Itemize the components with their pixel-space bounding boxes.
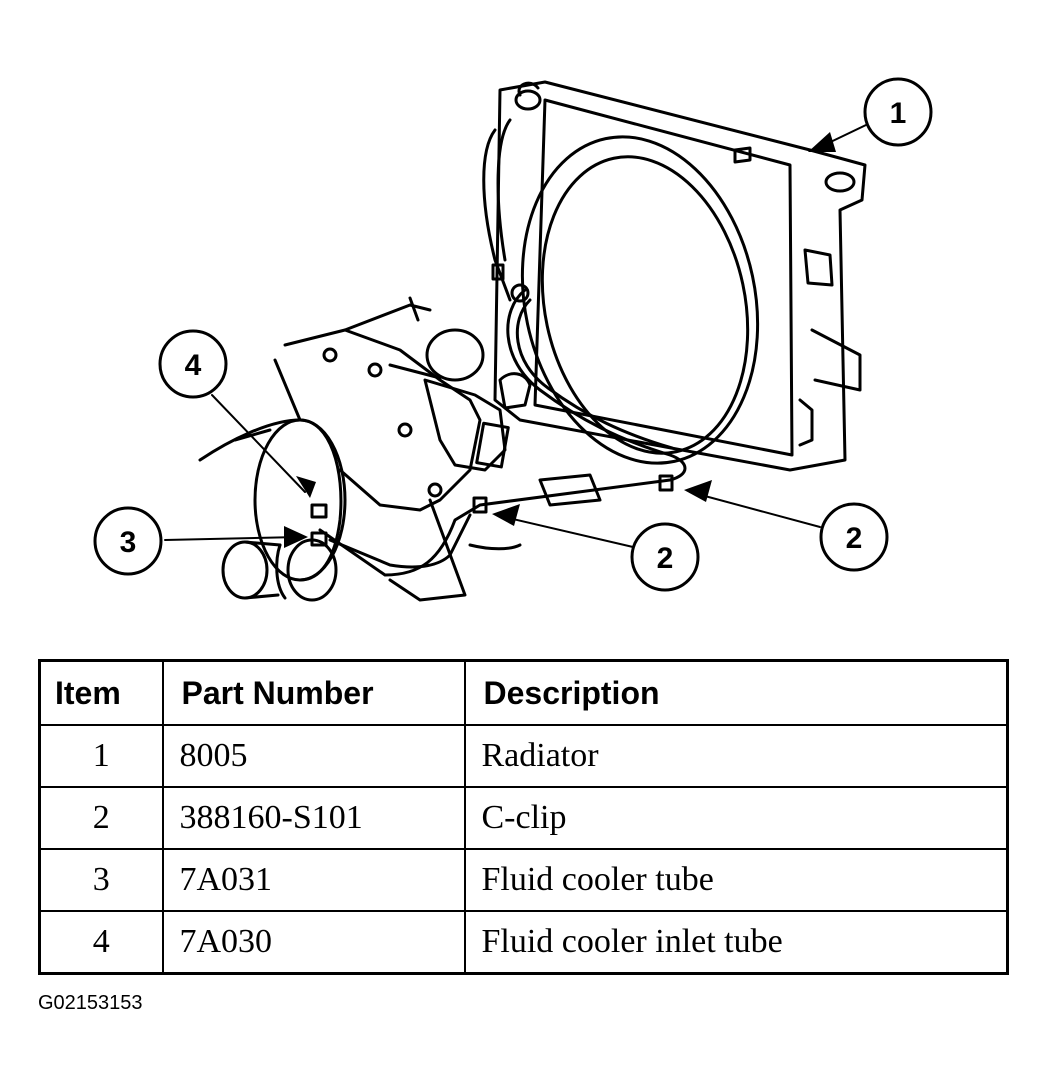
header-item: Item	[38, 659, 164, 726]
arrowheads	[284, 132, 836, 548]
table-header-row: Item Part Number Description	[38, 659, 1009, 726]
header-part-number: Part Number	[161, 659, 466, 726]
cell-description: Fluid cooler inlet tube	[463, 910, 1009, 975]
cell-part-number: 388160-S101	[161, 786, 466, 850]
cell-description: Radiator	[463, 724, 1009, 788]
leader-lines	[164, 124, 867, 548]
cell-part-number: 8005	[161, 724, 466, 788]
cell-description: C-clip	[463, 786, 1009, 850]
callout-3-label: 3	[120, 526, 137, 559]
cell-description: Fluid cooler tube	[463, 848, 1009, 912]
callout-1-label: 1	[890, 97, 907, 130]
callout-2-right-label: 2	[846, 522, 863, 555]
callout-1: 1	[863, 77, 933, 147]
cell-item: 3	[38, 848, 164, 912]
table-row: 2 388160-S101 C-clip	[38, 786, 1009, 850]
table-row: 1 8005 Radiator	[38, 724, 1009, 788]
parts-table: Item Part Number Description 1 8005 Radi…	[38, 659, 1009, 975]
table-row: 4 7A030 Fluid cooler inlet tube	[38, 910, 1009, 975]
callout-3: 3	[93, 506, 163, 576]
cell-part-number: 7A031	[161, 848, 466, 912]
callout-4: 4	[158, 329, 228, 399]
callout-2-right: 2	[819, 502, 889, 572]
cell-part-number: 7A030	[161, 910, 466, 975]
header-description: Description	[463, 659, 1009, 726]
transmission-drawing	[198, 296, 602, 602]
callout-2-center: 2	[630, 522, 700, 592]
filter-cylinders	[221, 538, 338, 602]
radiator-drawing	[482, 80, 867, 472]
callout-4-label: 4	[185, 349, 202, 382]
table-row: 3 7A031 Fluid cooler tube	[38, 848, 1009, 912]
figure-id: G02153153	[38, 992, 143, 1014]
cell-item: 1	[38, 724, 164, 788]
cell-item: 4	[38, 910, 164, 975]
callout-2-center-label: 2	[657, 542, 674, 575]
radiator-transmission-illustration: 1 2 2 3 4	[93, 77, 933, 602]
cell-item: 2	[38, 786, 164, 850]
